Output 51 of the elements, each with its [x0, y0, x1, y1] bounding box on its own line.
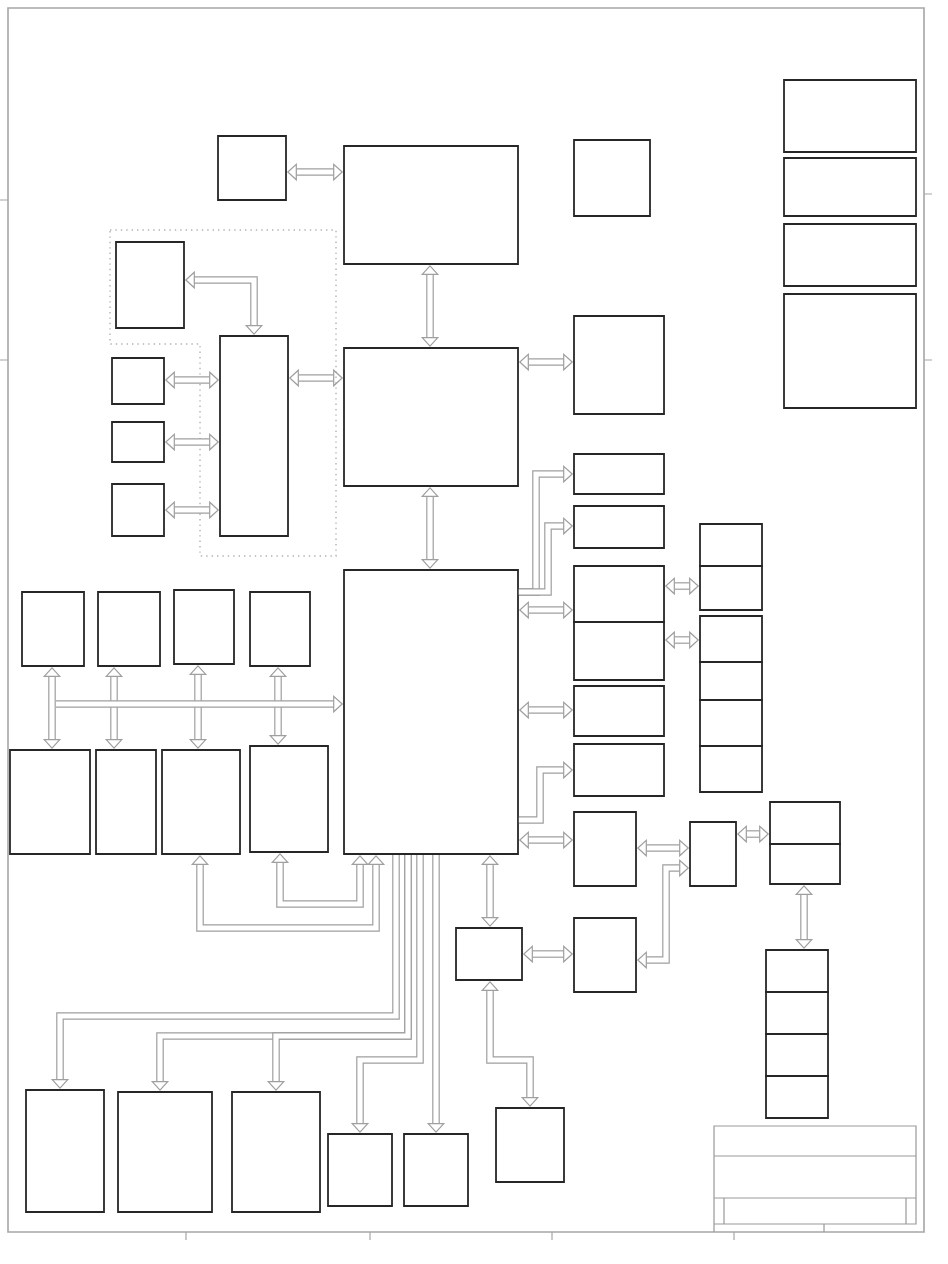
- block-box: [765, 1075, 829, 1119]
- block-box: [573, 565, 665, 623]
- block-box: [765, 991, 829, 1035]
- block-box: [97, 591, 161, 667]
- block-box: [573, 743, 665, 797]
- block-box: [95, 749, 157, 855]
- block-box: [9, 749, 91, 855]
- block-box: [115, 241, 185, 329]
- block-box: [455, 927, 523, 981]
- block-box: [699, 699, 763, 747]
- block-box: [783, 293, 917, 409]
- block-box: [573, 453, 665, 495]
- block-box: [699, 565, 763, 611]
- block-box: [573, 685, 665, 737]
- block-box: [783, 223, 917, 287]
- block-box: [699, 615, 763, 663]
- block-box: [699, 745, 763, 793]
- block-box: [783, 79, 917, 153]
- block-box: [783, 157, 917, 217]
- block-box: [21, 591, 85, 667]
- block-box: [689, 821, 737, 887]
- block-box: [249, 745, 329, 853]
- block-box: [699, 523, 763, 567]
- block-box: [219, 335, 289, 537]
- block-box: [249, 591, 311, 667]
- block-box: [573, 621, 665, 681]
- block-box: [117, 1091, 213, 1213]
- block-box: [573, 811, 637, 887]
- block-box: [111, 357, 165, 405]
- block-box: [765, 949, 829, 993]
- block-box: [217, 135, 287, 201]
- block-box: [343, 569, 519, 855]
- block-box: [573, 315, 665, 415]
- block-box: [573, 917, 637, 993]
- block-box: [25, 1089, 105, 1213]
- block-box: [327, 1133, 393, 1207]
- block-box: [495, 1107, 565, 1183]
- block-box: [173, 589, 235, 665]
- block-box: [769, 843, 841, 885]
- block-box: [111, 421, 165, 463]
- block-box: [343, 145, 519, 265]
- block-box: [573, 139, 651, 217]
- block-box: [573, 505, 665, 549]
- block-box: [161, 749, 241, 855]
- block-box: [231, 1091, 321, 1213]
- block-box: [111, 483, 165, 537]
- block-box: [699, 661, 763, 701]
- block-box: [403, 1133, 469, 1207]
- block-box: [343, 347, 519, 487]
- block-box: [765, 1033, 829, 1077]
- block-box: [769, 801, 841, 845]
